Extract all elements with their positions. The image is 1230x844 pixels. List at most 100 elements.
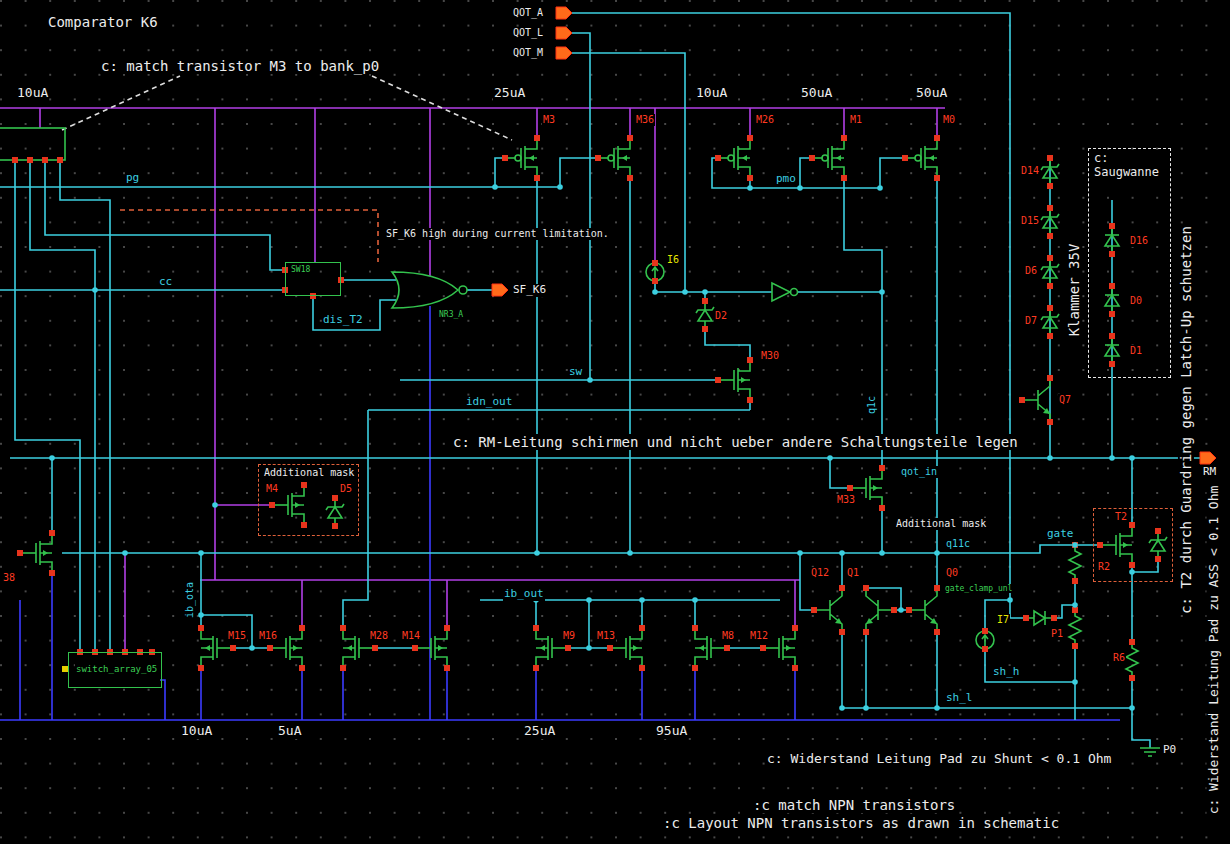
component-text: D0: [1129, 295, 1143, 307]
wire: [536, 108, 538, 138]
diode-bar: [696, 307, 714, 313]
diode-bar: [1105, 344, 1119, 346]
pin-terminal: [534, 175, 540, 181]
wire: [467, 289, 492, 291]
current-source-arrow: [652, 267, 658, 278]
schematic-label: QOT_L: [512, 27, 544, 39]
junction-dot: [934, 550, 940, 556]
io-pin: [492, 284, 508, 296]
bulk-arrow: [929, 155, 934, 161]
schematic-label: c: T2 durch Guardring gegen Latch-Up sch…: [1178, 225, 1194, 615]
pmos-symbol: [809, 135, 847, 181]
schematic-label: M28: [369, 630, 389, 642]
pin-terminal: [338, 277, 344, 283]
pin-terminal: [57, 157, 63, 163]
wire: [342, 668, 344, 720]
wire: [429, 108, 431, 276]
pin-terminal: [747, 357, 753, 363]
diode-symbol: [1105, 283, 1119, 317]
zener-symbol: [1149, 528, 1167, 562]
net-idn-out: [368, 409, 750, 411]
pin-terminal: [724, 645, 730, 651]
npn-symbol: [906, 585, 940, 635]
wire: [1054, 605, 1075, 618]
junction-dot: [627, 550, 633, 556]
bias-rail: [200, 579, 800, 581]
pin-terminal: [627, 175, 633, 181]
wire: [936, 553, 938, 588]
wire: [535, 600, 537, 628]
pin-terminal: [1051, 615, 1057, 621]
pin-terminal: [1047, 375, 1053, 381]
pin-terminal: [299, 625, 305, 631]
vdd-rail: [0, 107, 945, 109]
schematic-label: Q12: [810, 567, 830, 579]
wire: [214, 108, 216, 580]
junction-dot: [249, 645, 255, 651]
gate-bubble: [728, 155, 734, 161]
wire: [60, 160, 110, 652]
schematic-label: c: Widerstand Leitung Pad zu Shunt < 0.1…: [766, 752, 1112, 767]
wire: [572, 13, 1010, 600]
pin-terminal: [692, 665, 698, 671]
junction-dot: [652, 289, 658, 295]
bulk-arrow: [1123, 542, 1128, 548]
schematic-label: ib_out: [503, 588, 545, 601]
schematic-label: sh_h: [992, 666, 1021, 679]
junction-dot: [898, 607, 904, 613]
wire: [124, 553, 126, 652]
resistor-symbol: [1126, 639, 1138, 681]
pin-terminal: [372, 645, 378, 651]
zener-symbol: [326, 495, 344, 529]
pin-terminal: [702, 298, 708, 304]
wire: [301, 580, 303, 628]
wire: [51, 458, 53, 533]
pin-terminal: [1109, 361, 1115, 367]
mos-body: [288, 485, 304, 525]
component-text: c: Saugwanne: [1093, 152, 1167, 180]
pin-terminal: [692, 625, 698, 631]
npn-symbol: [1019, 375, 1053, 425]
schematic-label: 10uA: [180, 724, 213, 739]
zener-symbol: [1041, 255, 1059, 289]
pin-terminal: [1072, 542, 1078, 548]
schematic-label: Additional mask: [895, 518, 987, 530]
npn-body: [866, 588, 894, 632]
schematic-label: 25uA: [523, 724, 556, 739]
pin-terminal: [12, 157, 18, 163]
pin-terminal: [879, 465, 885, 471]
wire: [343, 410, 368, 628]
bulk-arrow: [438, 645, 443, 651]
schematic-label: M1: [849, 114, 863, 126]
mos-body: [286, 628, 302, 668]
bulk-arrow: [205, 645, 210, 651]
wire: [694, 668, 696, 720]
pin-terminal: [49, 570, 55, 576]
bulk-arrow: [633, 645, 638, 651]
npn-body: [909, 588, 937, 632]
schematic-label: M16: [258, 630, 278, 642]
junction-dot: [934, 705, 940, 711]
component-text: SW18: [290, 265, 311, 274]
wire: [655, 281, 772, 292]
pin-terminal: [639, 625, 645, 631]
pin-terminal: [879, 505, 885, 511]
diode-bar: [1041, 314, 1059, 320]
pin-terminal: [902, 155, 908, 161]
pin-terminal: [1047, 233, 1053, 239]
ground-rail: [0, 719, 1120, 721]
comment-leader: [372, 76, 512, 140]
schematic-label: QOT_A: [512, 7, 544, 19]
pin-terminal: [1072, 578, 1078, 584]
current-source-arrow: [982, 635, 988, 646]
wire: [341, 279, 396, 281]
diode-body: [1105, 286, 1119, 314]
mos-body: [614, 138, 630, 178]
comment-leader: [62, 76, 180, 130]
pin-terminal: [1019, 397, 1025, 403]
junction-dot: [863, 705, 869, 711]
bulk-arrow: [295, 502, 300, 508]
gate-bubble: [515, 155, 521, 161]
mos-body: [536, 628, 552, 668]
junction-dot: [797, 550, 803, 556]
